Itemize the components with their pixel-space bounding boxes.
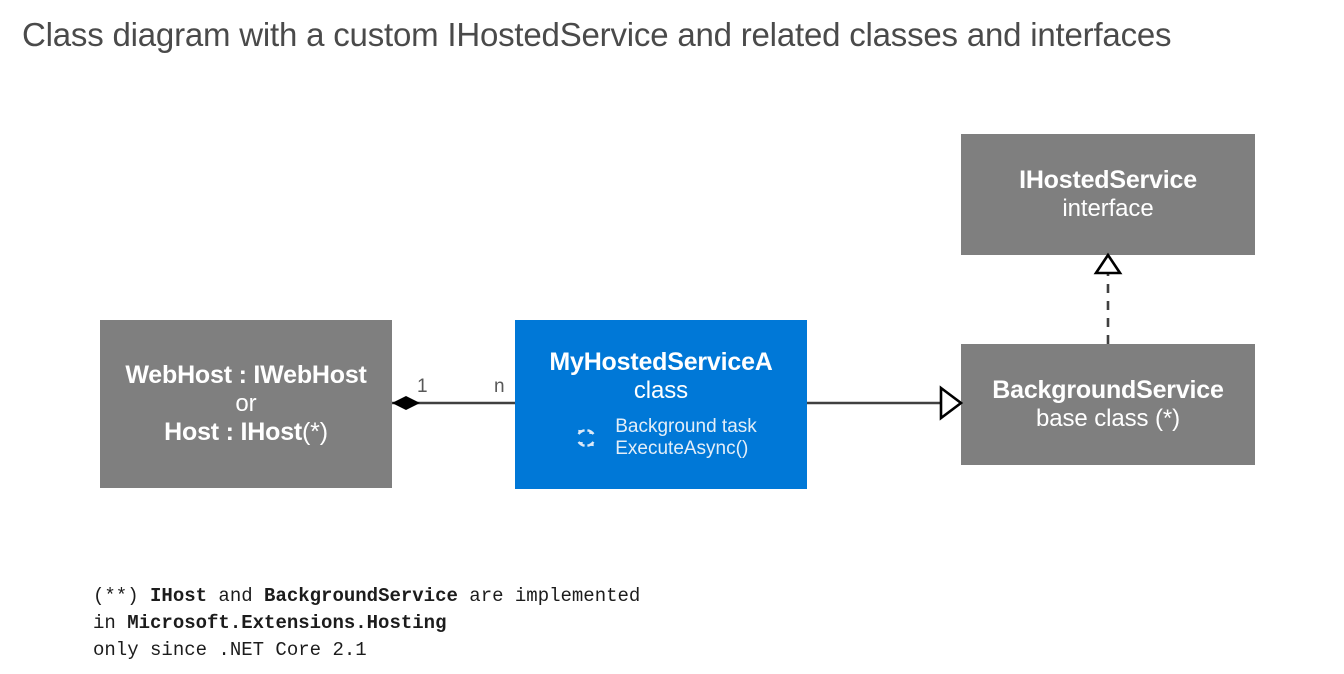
node-conjunction-or: or xyxy=(235,390,257,418)
footnote-namespace: Microsoft.Extensions.Hosting xyxy=(127,611,447,634)
connector-realization-backgroundservice-ihostedservice xyxy=(1093,252,1123,344)
background-task-label: Background task xyxy=(615,415,757,437)
connector-generalization-myhostedservicea-backgroundservice xyxy=(807,385,964,421)
footnote-line2: in Microsoft.Extensions.Hosting xyxy=(93,612,446,634)
footnote-prefix: (**) xyxy=(93,585,151,607)
node-stereotype-backgroundservice: base class (*) xyxy=(1036,405,1180,433)
footnote: (**) IHost and BackgroundService are imp… xyxy=(93,583,640,664)
filled-diamond-marker xyxy=(392,396,420,410)
footnote-line3: only since .NET Core 2.1 xyxy=(93,638,367,661)
node-stereotype-myhostedservicea: class xyxy=(633,376,689,404)
footnote-suffix: are implemented xyxy=(457,585,641,607)
node-name-host-text: Host : IHost xyxy=(164,417,303,446)
background-task-row: Background task ExecuteAsync() xyxy=(565,416,757,462)
footnote-ihost: IHost xyxy=(150,585,208,607)
node-stereotype-ihostedservice: interface xyxy=(1062,195,1154,223)
execute-async-label: ExecuteAsync() xyxy=(615,438,749,460)
class-node-webhost[interactable]: WebHost : IWebHost or Host : IHost(*) xyxy=(100,320,392,488)
multiplicity-label-one: 1 xyxy=(417,376,428,397)
node-name-backgroundservice: BackgroundService xyxy=(992,376,1224,405)
node-name-ihostedservice: IHostedService xyxy=(1019,166,1197,195)
footnote-line1: (**) IHost and BackgroundService are imp… xyxy=(93,585,640,607)
connector-composition-webhost-myhostedservicea xyxy=(392,396,515,410)
node-name-host-note: (*) xyxy=(302,417,328,446)
class-node-myhostedservicea[interactable]: MyHostedServiceA class Background task E… xyxy=(515,320,807,489)
footnote-backgroundservice: BackgroundService xyxy=(264,585,458,607)
hollow-triangle-marker-realization xyxy=(1093,252,1123,275)
node-name-webhost: WebHost : IWebHost xyxy=(125,361,367,390)
loop-arrows-icon xyxy=(577,429,595,448)
class-node-backgroundservice[interactable]: BackgroundService base class (*) xyxy=(961,344,1255,465)
background-task-text: Background task ExecuteAsync() xyxy=(615,416,757,462)
node-name-host: Host : IHost(*) xyxy=(164,418,328,447)
hollow-triangle-marker-generalization xyxy=(939,385,964,421)
class-node-ihostedservice[interactable]: IHostedService interface xyxy=(961,134,1255,255)
footnote-and: and xyxy=(207,585,265,607)
page-title: Class diagram with a custom IHostedServi… xyxy=(22,16,1172,53)
footnote-in: in xyxy=(93,611,128,634)
node-name-myhostedservicea: MyHostedServiceA xyxy=(549,347,773,376)
multiplicity-label-n: n xyxy=(494,376,505,397)
